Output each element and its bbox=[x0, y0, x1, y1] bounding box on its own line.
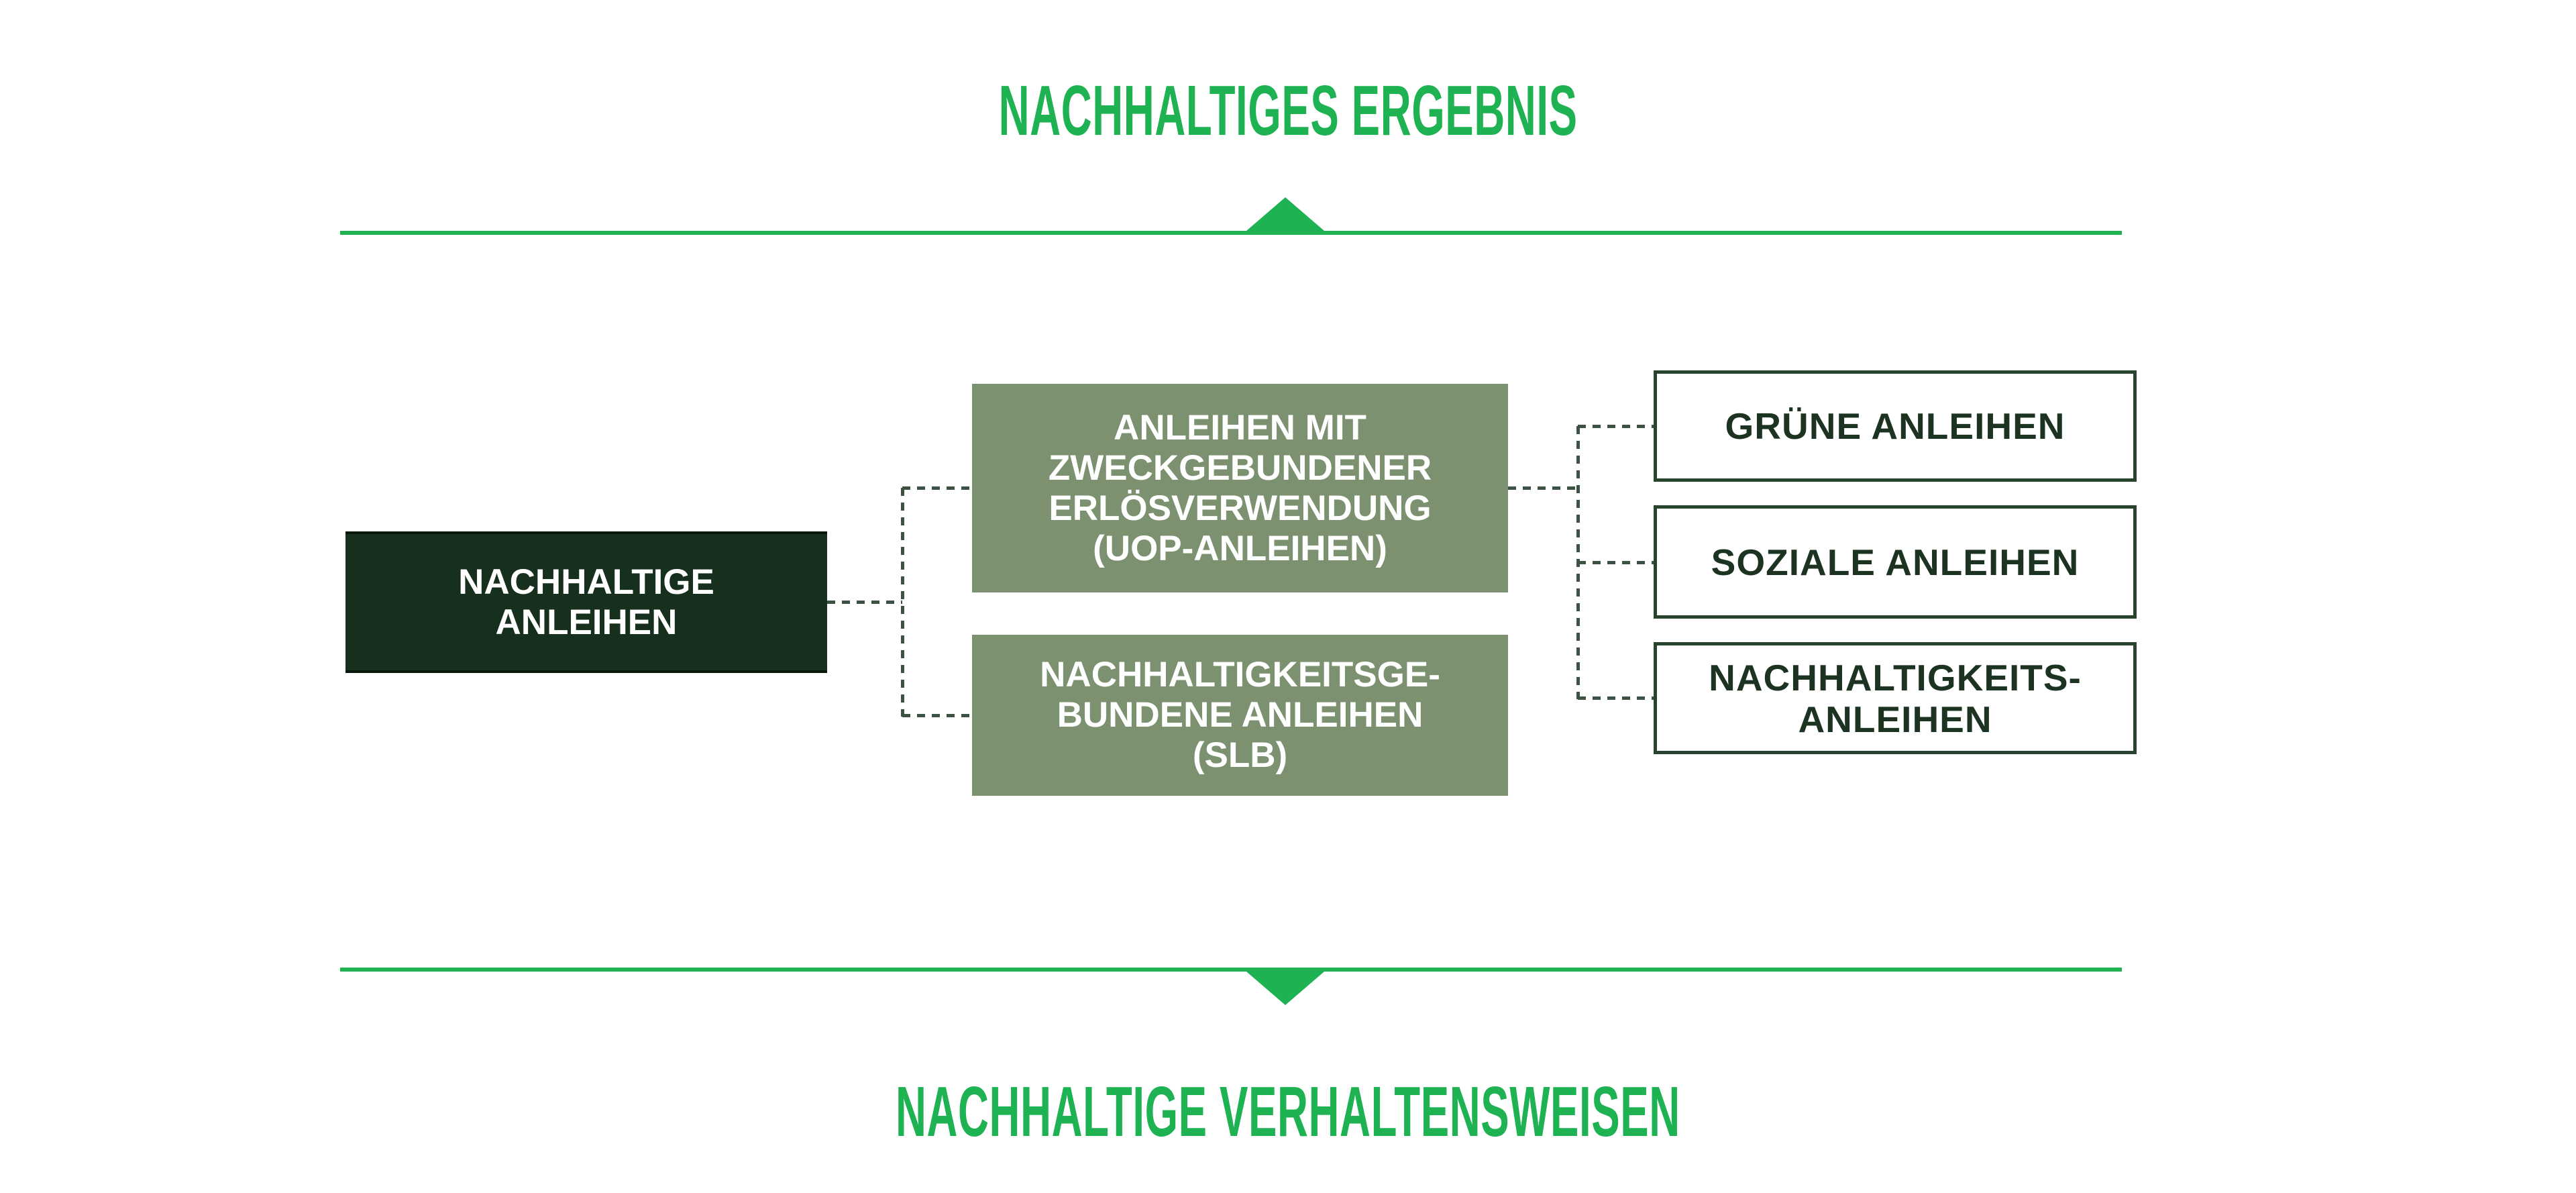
node-soziale-anleihen: SOZIALE ANLEIHEN bbox=[1654, 505, 2137, 619]
connector-root-horizontal bbox=[827, 601, 902, 604]
node-nachhaltigkeits-anleihen: NACHHALTIGKEITS- ANLEIHEN bbox=[1654, 642, 2137, 754]
node-nachhaltigkeits-anleihen-label: NACHHALTIGKEITS- ANLEIHEN bbox=[1709, 656, 2082, 740]
connector-to-soziale bbox=[1578, 561, 1654, 564]
connector-root-bracket-vertical bbox=[901, 488, 904, 717]
node-nachhaltige-anleihen-label: NACHHALTIGE ANLEIHEN bbox=[458, 562, 714, 642]
connector-uop-horizontal bbox=[1508, 486, 1578, 490]
bottom-divider-line bbox=[340, 968, 2122, 972]
bottom-banner-title: NACHHALTIGE VERHALTENSWEISEN bbox=[0, 1072, 2576, 1152]
down-triangle-icon bbox=[1246, 972, 1324, 1005]
top-banner-title-text: NACHHALTIGES ERGEBNIS bbox=[998, 71, 1578, 150]
node-slb-anleihen: NACHHALTIGKEITSGE- BUNDENE ANLEIHEN (SLB… bbox=[972, 635, 1508, 796]
connector-root-to-slb bbox=[902, 714, 972, 717]
node-soziale-anleihen-label: SOZIALE ANLEIHEN bbox=[1711, 541, 2080, 583]
node-gruene-anleihen: GRÜNE ANLEIHEN bbox=[1654, 370, 2137, 482]
node-slb-anleihen-label: NACHHALTIGKEITSGE- BUNDENE ANLEIHEN (SLB… bbox=[1040, 655, 1440, 775]
connector-to-gruene bbox=[1578, 425, 1654, 428]
node-uop-anleihen: ANLEIHEN MIT ZWECKGEBUNDENER ERLÖSVERWEN… bbox=[972, 384, 1508, 592]
node-uop-anleihen-label: ANLEIHEN MIT ZWECKGEBUNDENER ERLÖSVERWEN… bbox=[1048, 407, 1432, 568]
connector-root-to-uop bbox=[902, 486, 972, 490]
node-nachhaltige-anleihen: NACHHALTIGE ANLEIHEN bbox=[345, 531, 827, 673]
connector-to-nachhaltigkeits bbox=[1578, 696, 1654, 700]
bottom-banner-title-text: NACHHALTIGE VERHALTENSWEISEN bbox=[896, 1072, 1680, 1151]
up-triangle-icon bbox=[1246, 197, 1324, 231]
node-gruene-anleihen-label: GRÜNE ANLEIHEN bbox=[1725, 405, 2065, 447]
top-banner-title: NACHHALTIGES ERGEBNIS bbox=[0, 70, 2576, 151]
top-divider-line bbox=[340, 231, 2122, 235]
